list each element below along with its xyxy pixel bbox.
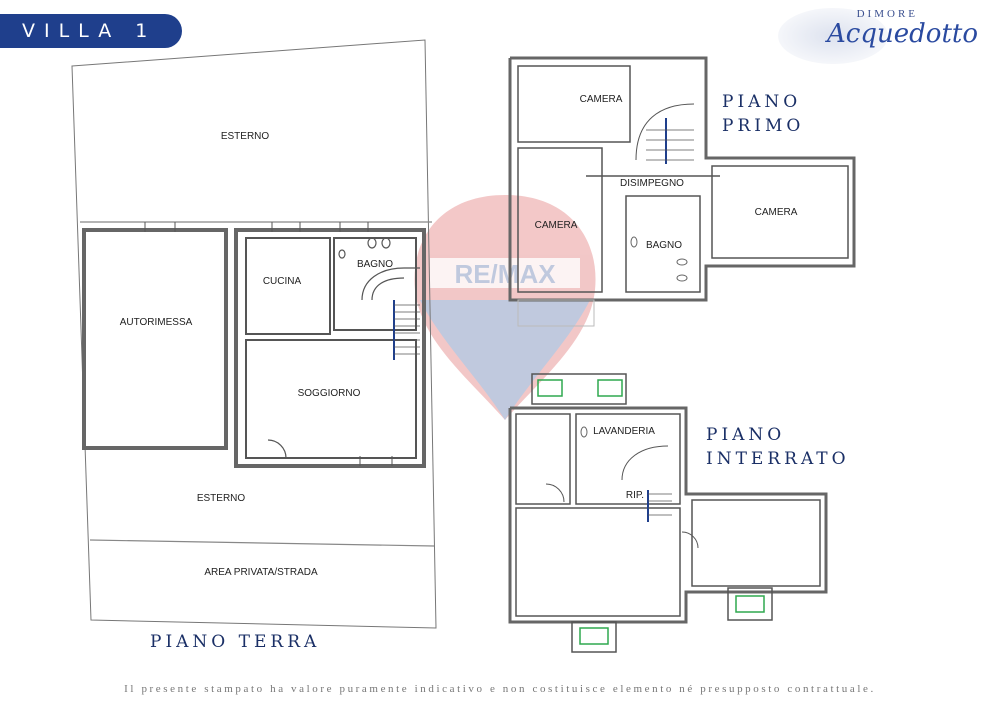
first-floor-labels: CAMERA CAMERA CAMERA DISIMPEGNO BAGNO — [535, 94, 798, 251]
brand-logo: DIMORE Acquedotto — [758, 8, 978, 64]
room-area-privata: AREA PRIVATA/STRADA — [204, 567, 318, 578]
remax-watermark: RE/MAX — [414, 195, 596, 420]
remax-text: RE/MAX — [454, 259, 556, 289]
room-lavanderia: LAVANDERIA — [593, 426, 655, 437]
villa-title: VILLA 1 — [22, 20, 157, 42]
room-esterno-bottom: ESTERNO — [197, 493, 246, 504]
room-camera-2: CAMERA — [535, 220, 578, 231]
room-bagno-ground: BAGNO — [357, 259, 393, 270]
floor-label-terra: PIANO TERRA — [150, 632, 321, 652]
room-camera-3: CAMERA — [755, 207, 798, 218]
floor-label-primo-1: PIANO — [722, 92, 802, 112]
basement-labels: LAVANDERIA RIP. — [593, 426, 655, 501]
floor-label-interrato-1: PIANO — [706, 425, 786, 445]
floor-label-primo-2: PRIMO — [722, 116, 805, 136]
brand-main-text: Acquedotto — [827, 19, 978, 49]
basement-plan — [508, 373, 828, 653]
room-disimpegno: DISIMPEGNO — [620, 178, 684, 189]
first-floor-plan — [508, 56, 856, 327]
villa-title-banner: VILLA 1 — [0, 14, 182, 48]
ground-floor-labels: ESTERNO AUTORIMESSA CUCINA BAGNO SOGGIOR… — [120, 131, 394, 578]
brand-top-text: DIMORE — [856, 8, 918, 20]
room-autorimessa: AUTORIMESSA — [120, 317, 193, 328]
room-esterno-top: ESTERNO — [221, 131, 270, 142]
room-ripostiglio: RIP. — [626, 490, 644, 501]
room-camera-1: CAMERA — [580, 94, 623, 105]
room-soggiorno: SOGGIORNO — [298, 388, 361, 399]
room-cucina: CUCINA — [263, 276, 302, 287]
room-bagno-first: BAGNO — [646, 240, 682, 251]
footer-disclaimer: Il presente stampato ha valore puramente… — [124, 683, 876, 695]
ground-floor-plan — [71, 39, 437, 629]
floor-label-interrato-2: INTERRATO — [706, 449, 850, 469]
